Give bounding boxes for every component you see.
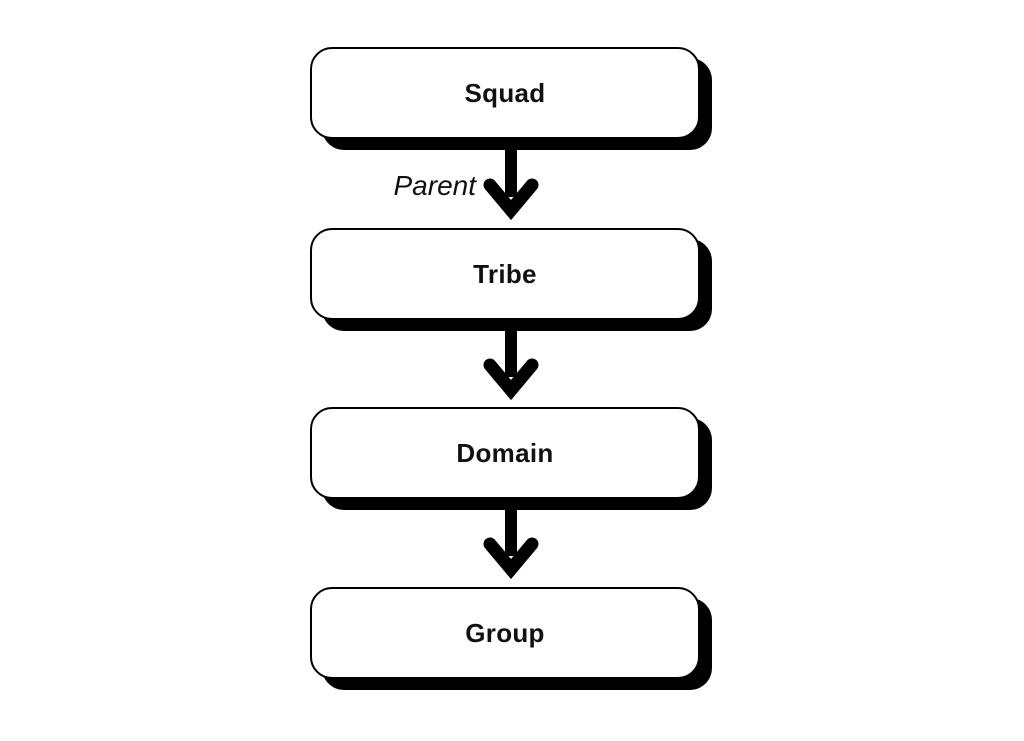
node-label: Group — [465, 617, 545, 648]
node-squad: Squad — [310, 47, 700, 139]
arrow-down-icon — [483, 320, 539, 400]
node-tribe: Tribe — [310, 228, 700, 320]
arrow-down-icon — [483, 499, 539, 579]
node-label: Domain — [456, 437, 554, 468]
edge-label-parent: Parent — [393, 170, 477, 201]
node-label: Squad — [464, 77, 546, 108]
arrow-down-icon — [483, 140, 539, 220]
node-label: Tribe — [473, 258, 537, 289]
node-group: Group — [310, 587, 700, 679]
node-domain: Domain — [310, 407, 700, 499]
